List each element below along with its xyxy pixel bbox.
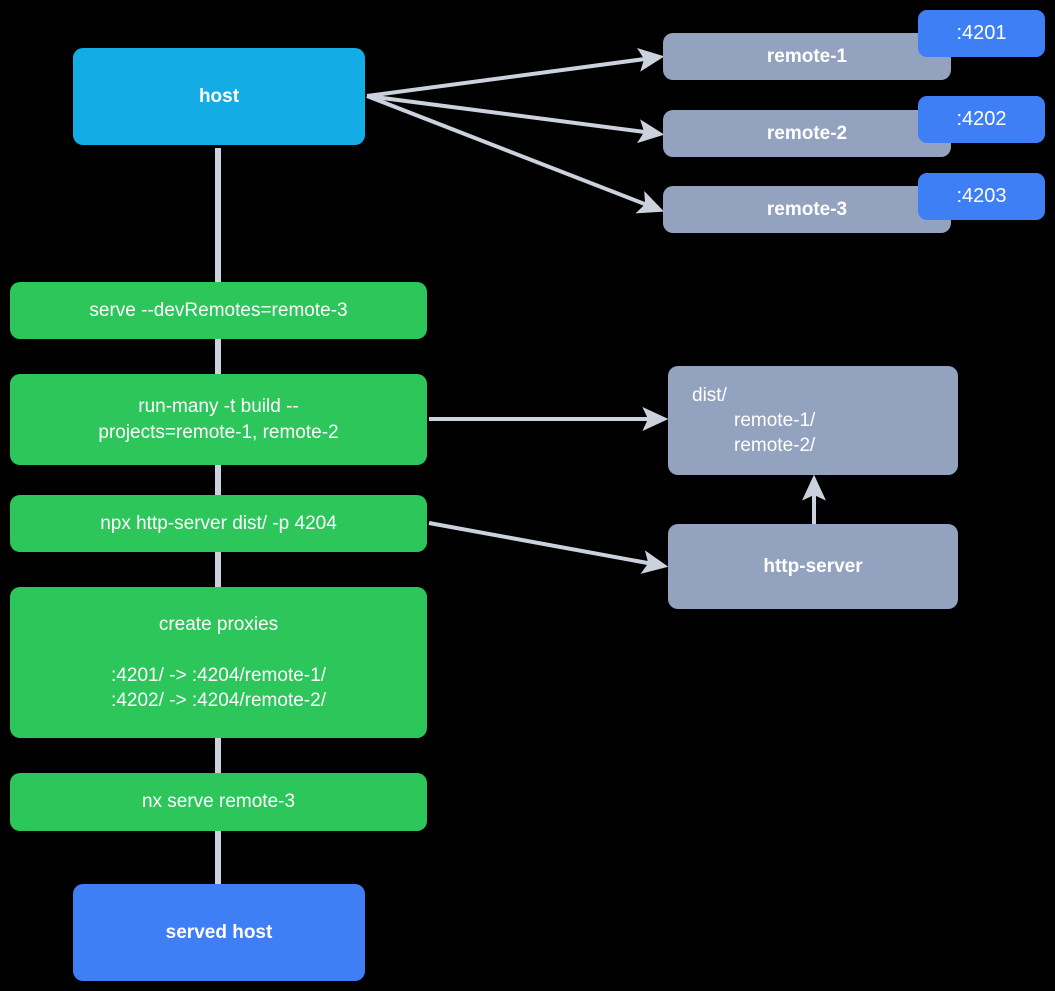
- edge-host-to-remote-3: [366, 94, 665, 214]
- node-remote-3-label: remote-3: [766, 198, 848, 220]
- node-command-create-proxies-title: create proxies: [158, 613, 279, 635]
- node-remote-2[interactable]: remote-2: [663, 110, 951, 157]
- badge-port-4201[interactable]: :4201: [918, 10, 1045, 57]
- node-command-run-many-label: run-many -t build -- projects=remote-1, …: [98, 396, 339, 443]
- edge-host-to-remote-2: [366, 94, 665, 144]
- node-remote-2-label: remote-2: [766, 122, 848, 144]
- node-remote-1-label: remote-1: [766, 45, 848, 67]
- node-host-label: host: [198, 85, 240, 107]
- node-dist-folder-body: dist/ remote-1/ remote-2/: [668, 383, 958, 458]
- badge-port-4203-label: :4203: [956, 185, 1007, 208]
- node-command-run-many[interactable]: run-many -t build -- projects=remote-1, …: [10, 374, 427, 465]
- node-remote-1[interactable]: remote-1: [663, 33, 951, 80]
- badge-port-4202-label: :4202: [956, 108, 1007, 131]
- node-served-host[interactable]: served host: [73, 884, 365, 981]
- node-dist-folder[interactable]: dist/ remote-1/ remote-2/: [668, 366, 958, 475]
- node-http-server[interactable]: http-server: [668, 524, 958, 609]
- node-remote-3[interactable]: remote-3: [663, 186, 951, 233]
- node-command-serve-devremotes[interactable]: serve --devRemotes=remote-3: [10, 282, 427, 339]
- node-dist-folder-line-1: dist/: [692, 384, 727, 406]
- node-command-npx-http-server-label: npx http-server dist/ -p 4204: [100, 512, 337, 534]
- node-http-server-label: http-server: [763, 555, 863, 577]
- badge-port-4201-label: :4201: [956, 22, 1007, 45]
- node-command-create-proxies[interactable]: create proxies :4201/ -> :4204/remote-1/…: [10, 587, 427, 738]
- edge-npx-to-httpserver: [428, 521, 669, 574]
- node-command-nx-serve-remote-3-label: nx serve remote-3: [141, 791, 296, 813]
- node-served-host-label: served host: [165, 921, 273, 943]
- node-command-serve-devremotes-label: serve --devRemotes=remote-3: [89, 299, 348, 321]
- badge-port-4203[interactable]: :4203: [918, 173, 1045, 220]
- node-command-npx-http-server[interactable]: npx http-server dist/ -p 4204: [10, 495, 427, 552]
- node-dist-folder-line-2: remote-1/: [734, 409, 816, 431]
- badge-port-4202[interactable]: :4202: [918, 96, 1045, 143]
- edge-host-to-remote-1: [366, 47, 665, 98]
- node-host[interactable]: host: [73, 48, 365, 145]
- node-command-nx-serve-remote-3[interactable]: nx serve remote-3: [10, 773, 427, 831]
- node-dist-folder-line-3: remote-2/: [734, 435, 816, 457]
- node-command-create-proxies-mappings: :4201/ -> :4204/remote-1/ :4202/ -> :420…: [111, 664, 326, 712]
